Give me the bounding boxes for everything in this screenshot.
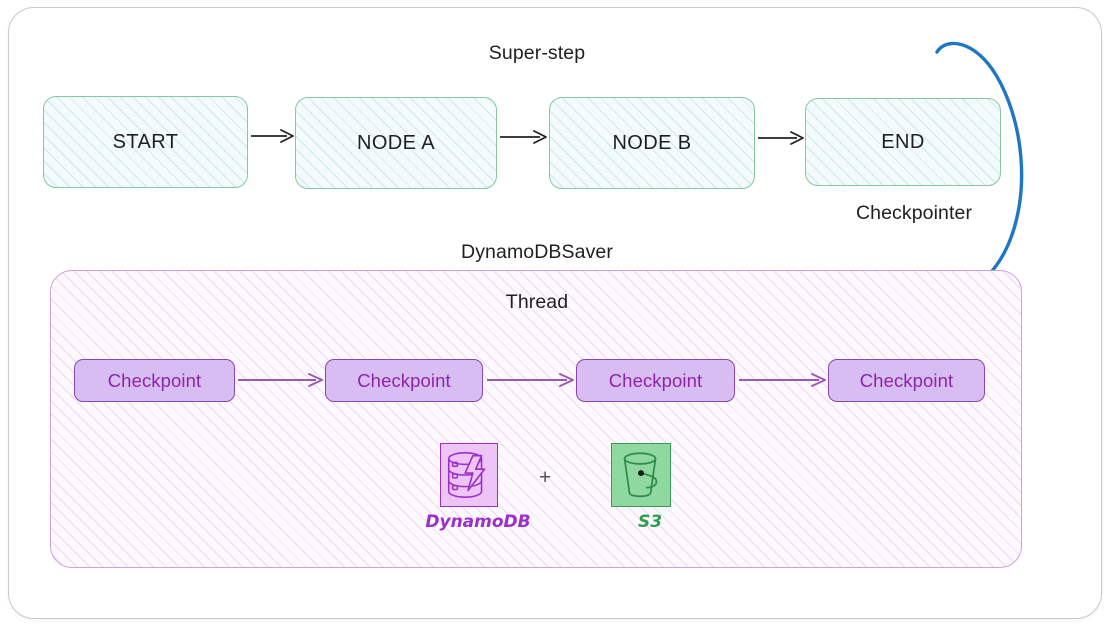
arrow-node-b-to-end bbox=[758, 131, 804, 145]
arrow-checkpoint-2-to-3 bbox=[487, 373, 574, 387]
checkpoint-box-3[interactable]: Checkpoint bbox=[576, 359, 735, 402]
dynamodb-icon bbox=[447, 452, 486, 498]
node-box-node-a[interactable]: NODE A bbox=[295, 97, 497, 189]
checkpoint-label-1: Checkpoint bbox=[107, 369, 202, 391]
node-label-start: START bbox=[112, 130, 179, 153]
s3-icon-tile[interactable] bbox=[611, 443, 671, 507]
node-label-end: END bbox=[881, 130, 925, 153]
node-label-node-a: NODE A bbox=[357, 131, 435, 154]
node-label-node-b: NODE B bbox=[612, 131, 692, 154]
thread-container bbox=[50, 270, 1022, 568]
node-box-end[interactable]: END bbox=[805, 98, 1001, 186]
checkpoint-box-4[interactable]: Checkpoint bbox=[828, 359, 985, 402]
arrow-node-a-to-node-b bbox=[500, 130, 547, 144]
dynamodb-icon-tile[interactable] bbox=[440, 443, 498, 507]
node-box-start[interactable]: START bbox=[43, 96, 248, 188]
checkpoint-box-1[interactable]: Checkpoint bbox=[74, 359, 235, 402]
checkpoint-box-2[interactable]: Checkpoint bbox=[325, 359, 483, 402]
arrow-start-to-node-a bbox=[251, 129, 294, 143]
s3-label: S3 bbox=[637, 512, 663, 532]
checkpoint-label-4: Checkpoint bbox=[859, 369, 954, 391]
dynamodbsaver-title: DynamoDBSaver bbox=[461, 241, 613, 263]
checkpoint-label-2: Checkpoint bbox=[357, 369, 451, 391]
node-box-node-b[interactable]: NODE B bbox=[549, 97, 755, 189]
checkpointer-label: Checkpointer bbox=[855, 202, 973, 224]
s3-bucket-icon bbox=[623, 452, 658, 498]
superstep-title: Super-step bbox=[488, 42, 586, 64]
thread-title: Thread bbox=[505, 291, 569, 313]
dynamodb-label: DynamoDB bbox=[425, 512, 531, 532]
arrow-checkpoint-3-to-4 bbox=[739, 373, 826, 387]
plus-sign: + bbox=[539, 466, 552, 489]
arrow-checkpoint-1-to-2 bbox=[238, 373, 323, 387]
checkpoint-label-3: Checkpoint bbox=[608, 369, 703, 391]
